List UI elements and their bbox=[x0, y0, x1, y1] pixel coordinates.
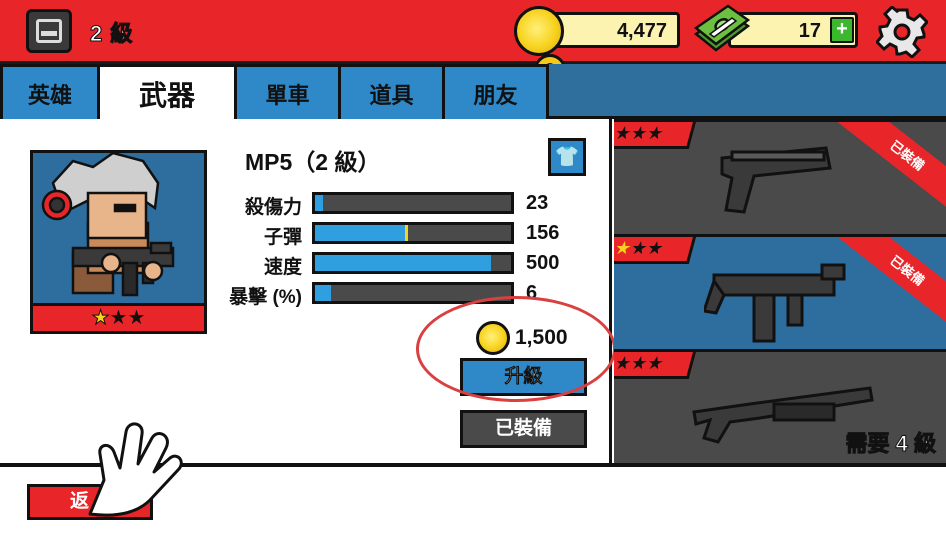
shirt-icon: 👕 bbox=[554, 146, 580, 168]
stat-fill bbox=[315, 285, 331, 301]
weapon-card-shotgun[interactable]: ★★★ 需要 4 級 bbox=[614, 349, 946, 466]
settings-gear-icon[interactable] bbox=[876, 6, 928, 58]
tab-items[interactable]: 道具 bbox=[338, 64, 445, 119]
equipped-ribbon: 已裝備 bbox=[838, 237, 946, 330]
minimize-icon bbox=[36, 19, 62, 43]
stat-bar-crit bbox=[312, 282, 514, 304]
highlight-circle bbox=[416, 296, 616, 402]
tab-heroes[interactable]: 英雄 bbox=[0, 64, 100, 119]
stat-fill bbox=[315, 225, 406, 241]
pointer-hand-icon bbox=[88, 422, 183, 517]
equipped-button[interactable]: 已裝備 bbox=[460, 410, 587, 448]
stat-value-damage: 23 bbox=[526, 192, 549, 214]
pistol-icon bbox=[720, 146, 832, 214]
stat-fill bbox=[315, 255, 492, 271]
star-rating: ★★★ bbox=[614, 122, 696, 149]
player-level: 2 級 bbox=[89, 21, 134, 47]
shotgun-icon bbox=[692, 386, 874, 444]
level-requirement: 需要 4 級 bbox=[845, 431, 936, 457]
menu-button[interactable] bbox=[26, 9, 72, 53]
stat-label-damage: 殺傷力 bbox=[244, 197, 302, 218]
cash-stack-icon bbox=[693, 4, 751, 52]
weapon-card-mp5[interactable]: ★★★ 已裝備 bbox=[614, 234, 946, 352]
stat-upgrade-marker bbox=[405, 225, 408, 241]
divider bbox=[0, 463, 946, 467]
smg-icon bbox=[704, 263, 846, 343]
tab-friends[interactable]: 朋友 bbox=[442, 64, 549, 119]
stat-value-speed: 500 bbox=[526, 252, 560, 274]
star-rating: ★★★ bbox=[614, 352, 696, 379]
stat-label-ammo: 子彈 bbox=[263, 227, 302, 248]
stat-value-crit: 6 bbox=[526, 282, 538, 304]
star-rating: ★★★ bbox=[614, 237, 696, 264]
tab-bikes[interactable]: 單車 bbox=[234, 64, 341, 119]
skin-shirt-button[interactable]: 👕 bbox=[548, 138, 586, 176]
weapon-card-pistol[interactable]: ★★★ 已裝備 bbox=[614, 119, 946, 237]
stat-value-ammo: 156 bbox=[526, 222, 560, 244]
add-cash-button[interactable]: + bbox=[830, 17, 854, 43]
stat-bar-speed bbox=[312, 252, 514, 274]
equipped-ribbon: 已裝備 bbox=[838, 122, 946, 215]
weapon-title: MP5（2 級） bbox=[245, 149, 381, 175]
stat-fill bbox=[315, 195, 323, 211]
hero-with-smg-illustration bbox=[41, 153, 175, 297]
stat-label-crit: 暴擊 (%) bbox=[229, 287, 302, 308]
portrait-star-rating: ★★★ bbox=[30, 303, 207, 334]
stat-bar-damage bbox=[312, 192, 514, 214]
tab-weapons[interactable]: 武器 bbox=[97, 64, 237, 122]
coin-icon bbox=[514, 6, 564, 56]
stat-label-speed: 速度 bbox=[263, 257, 302, 278]
stat-bar-ammo bbox=[312, 222, 514, 244]
